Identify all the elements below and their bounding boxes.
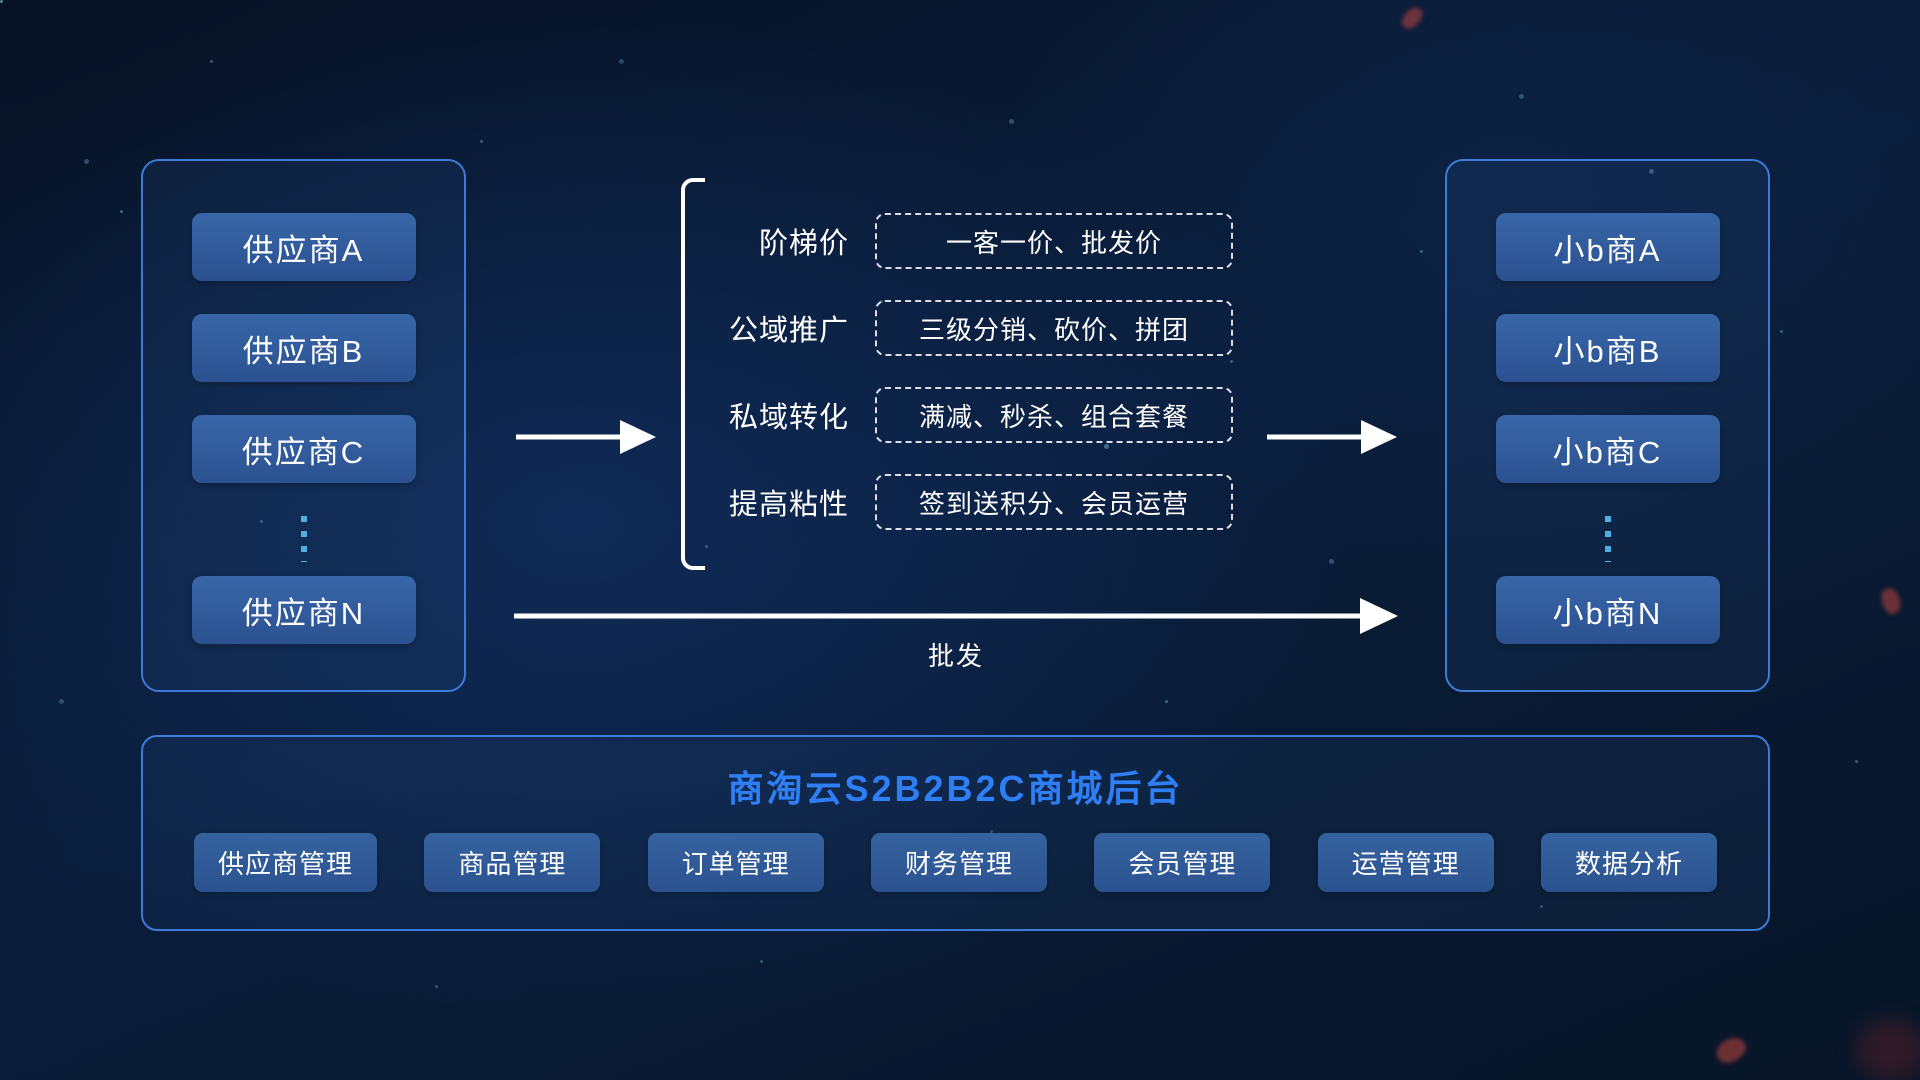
reseller-node: 小b商C (1495, 415, 1720, 483)
supplier-node: 供应商N (191, 576, 416, 644)
strategy-label: 公域推广 (728, 315, 849, 347)
strategies-bracket (681, 178, 705, 570)
strategies-list: 阶梯价 一客一价、批发价 公域推广 三级分销、砍价、拼团 私域转化 满减、秒杀、… (699, 213, 1233, 561)
petal-decoration (1877, 585, 1905, 617)
ellipsis-dots (1604, 516, 1611, 562)
module-chip-product-management: 商品管理 (424, 833, 601, 892)
strategy-row: 公域推广 三级分销、砍价、拼团 (699, 300, 1233, 356)
strategy-row: 私域转化 满减、秒杀、组合套餐 (699, 387, 1233, 443)
star-dots (0, 0, 3, 3)
reseller-node: 小b商A (1495, 213, 1720, 281)
supplier-node: 供应商A (191, 213, 416, 281)
ellipsis-dots (300, 516, 307, 562)
module-chip-supplier-management: 供应商管理 (194, 833, 378, 892)
strategy-detail-box: 满减、秒杀、组合套餐 (875, 387, 1233, 443)
petal-decoration (1712, 1032, 1750, 1068)
backend-panel: 商淘云S2B2B2C商城后台 供应商管理 商品管理 订单管理 财务管理 会员管理… (141, 735, 1770, 931)
strategy-label: 提高粘性 (728, 489, 849, 521)
strategies-to-resellers-arrow-icon (1267, 420, 1397, 454)
supplier-node: 供应商C (191, 415, 416, 483)
wholesale-arrow-icon (514, 598, 1398, 634)
suppliers-to-strategies-arrow-icon (516, 420, 656, 454)
petal-decoration (1856, 1020, 1920, 1080)
module-chip-data-analysis: 数据分析 (1540, 833, 1717, 892)
module-chip-finance-management: 财务管理 (871, 833, 1047, 892)
backend-modules: 供应商管理 商品管理 订单管理 财务管理 会员管理 运营管理 数据分析 (143, 833, 1768, 892)
reseller-node: 小b商N (1495, 576, 1720, 644)
petal-decoration (1398, 3, 1426, 33)
strategy-detail-box: 签到送积分、会员运营 (875, 474, 1233, 530)
strategy-label: 阶梯价 (758, 228, 849, 260)
strategy-detail-box: 三级分销、砍价、拼团 (875, 300, 1233, 356)
resellers-panel: 小b商A 小b商B 小b商C 小b商N (1445, 159, 1770, 692)
strategy-detail-box: 一客一价、批发价 (875, 213, 1233, 269)
strategy-row: 阶梯价 一客一价、批发价 (699, 213, 1233, 269)
strategy-label: 私域转化 (728, 402, 849, 434)
backend-title: 商淘云S2B2B2C商城后台 (727, 768, 1184, 809)
reseller-node: 小b商B (1495, 314, 1720, 382)
supplier-node: 供应商B (191, 314, 416, 382)
module-chip-operation-management: 运营管理 (1317, 833, 1494, 892)
strategy-row: 提高粘性 签到送积分、会员运营 (699, 474, 1233, 530)
module-chip-order-management: 订单管理 (647, 833, 824, 892)
wholesale-label: 批发 (927, 641, 984, 671)
module-chip-member-management: 会员管理 (1094, 833, 1271, 892)
suppliers-panel: 供应商A 供应商B 供应商C 供应商N (141, 159, 466, 692)
